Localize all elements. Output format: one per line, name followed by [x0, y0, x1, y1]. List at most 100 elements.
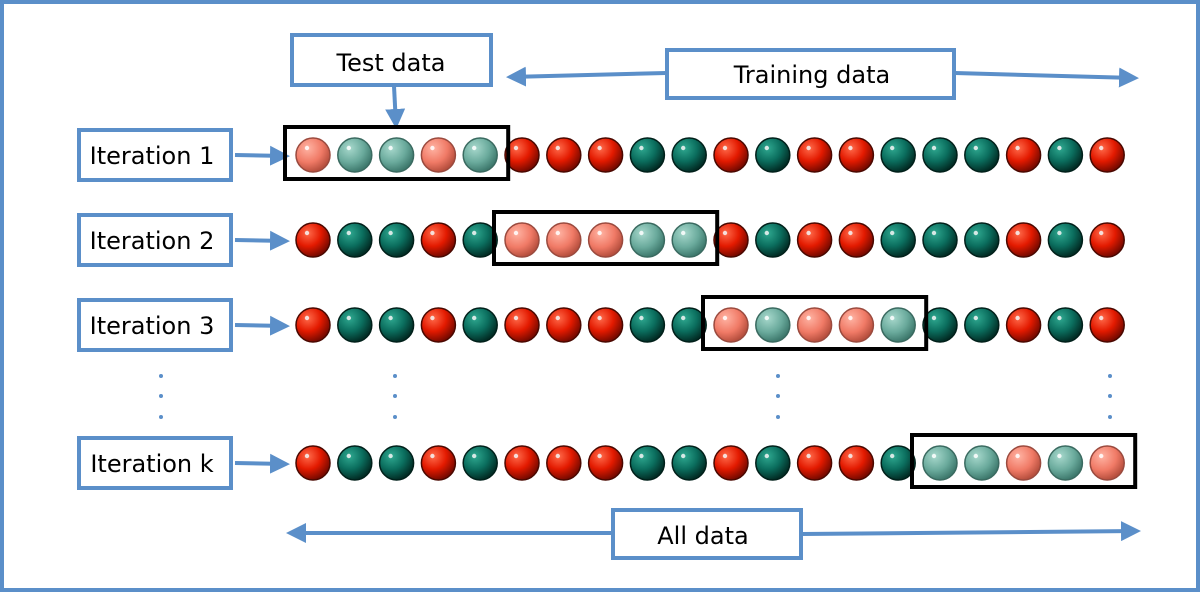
iteration-label: Iteration 1: [77, 128, 233, 182]
sample-highlight: [1015, 145, 1020, 151]
sample-highlight: [806, 315, 811, 321]
sample-highlight: [931, 315, 937, 321]
sample-highlight: [639, 453, 644, 459]
ellipsis-dot: [159, 394, 163, 398]
sample-highlight: [304, 315, 310, 321]
data-sample-green: [880, 445, 916, 481]
test-fold-box: [701, 295, 929, 351]
data-sample-red: [546, 222, 582, 258]
data-sample-red: [1089, 222, 1125, 258]
sample-highlight: [555, 315, 560, 321]
ellipsis-dot: [393, 415, 397, 419]
sample-highlight: [472, 315, 477, 321]
test-fold-box: [283, 125, 511, 181]
data-sample-green: [880, 137, 916, 173]
sample-highlight: [388, 315, 393, 321]
data-sample-green: [462, 445, 498, 481]
training-data-text: Training data: [733, 61, 890, 89]
sample-highlight: [848, 453, 853, 459]
sample-highlight: [597, 230, 602, 236]
sample-highlight: [722, 315, 728, 321]
ellipsis-dot: [1108, 415, 1112, 419]
test-fold-box: [492, 210, 720, 266]
iteration-row: Iteration k: [77, 433, 1138, 490]
sample-highlight: [722, 145, 728, 151]
data-sample-green: [378, 445, 415, 481]
iteration-label-text: Iteration k: [90, 450, 213, 478]
data-sample-red: [713, 222, 749, 258]
sample-highlight: [931, 453, 937, 459]
training-data-label: Training data: [665, 48, 956, 100]
data-sample-red: [295, 307, 331, 343]
data-sample-green: [880, 222, 916, 258]
sample-highlight: [1057, 315, 1062, 321]
sample-highlight: [346, 145, 351, 151]
data-sample-green: [1047, 445, 1084, 481]
sample-highlight: [472, 230, 477, 236]
sample-highlight: [597, 145, 602, 151]
iteration-row: Iteration 2: [77, 210, 1125, 267]
sample-highlight: [1099, 453, 1104, 459]
sample-highlight: [304, 145, 310, 151]
sample-highlight: [722, 230, 728, 236]
sample-highlight: [1099, 230, 1104, 236]
sample-highlight: [848, 230, 853, 236]
sample-highlight: [639, 230, 644, 236]
data-sample-red: [1005, 222, 1042, 258]
sample-highlight: [513, 453, 519, 459]
ellipsis-dot: [776, 374, 780, 378]
iteration-label: Iteration k: [77, 436, 233, 490]
data-sample-red: [796, 445, 833, 481]
data-sample-red: [504, 445, 540, 481]
test-data-label: Test data: [290, 33, 493, 87]
data-sample-red: [838, 445, 875, 481]
sample-highlight: [304, 230, 310, 236]
all-data-text: All data: [657, 522, 748, 550]
data-sample-red: [1089, 137, 1125, 173]
data-sample-red: [796, 137, 833, 173]
sample-highlight: [890, 230, 895, 236]
data-sample-red: [587, 222, 624, 258]
data-sample-red: [838, 222, 875, 258]
ellipsis-dot: [159, 374, 163, 378]
data-sample-green: [755, 307, 791, 343]
iteration-arrow: [234, 230, 290, 251]
sample-highlight: [472, 145, 477, 151]
sample-highlight: [513, 145, 519, 151]
test-data-text: Test data: [336, 49, 446, 77]
data-sample-red: [587, 307, 624, 343]
data-sample-green: [755, 222, 791, 258]
sample-highlight: [1099, 145, 1104, 151]
data-sample-green: [671, 307, 707, 343]
iteration-label-text: Iteration 2: [90, 227, 215, 255]
iteration-arrow: [234, 145, 290, 166]
data-sample-green: [629, 307, 666, 343]
data-sample-red: [1005, 307, 1042, 343]
data-sample-red: [420, 137, 457, 173]
sample-highlight: [806, 230, 811, 236]
data-sample-red: [587, 445, 624, 481]
sample-highlight: [722, 453, 728, 459]
sample-highlight: [388, 453, 393, 459]
all-data-label: All data: [611, 508, 803, 560]
data-sample-red: [1005, 137, 1042, 173]
ellipsis-dot: [1108, 394, 1112, 398]
sample-highlight: [346, 230, 351, 236]
test-fold-box: [910, 433, 1138, 489]
sample-highlight: [973, 145, 978, 151]
sample-highlight: [806, 453, 811, 459]
data-sample-red: [504, 137, 540, 173]
sample-highlight: [597, 315, 602, 321]
sample-highlight: [848, 145, 853, 151]
sample-highlight: [639, 145, 644, 151]
data-sample-red: [713, 307, 749, 343]
data-sample-green: [462, 222, 498, 258]
sample-highlight: [681, 315, 686, 321]
data-sample-green: [964, 222, 1000, 258]
sample-highlight: [848, 315, 853, 321]
data-sample-green: [337, 222, 373, 258]
sample-highlight: [890, 453, 895, 459]
data-sample-red: [838, 307, 875, 343]
ellipsis-dot: [776, 415, 780, 419]
